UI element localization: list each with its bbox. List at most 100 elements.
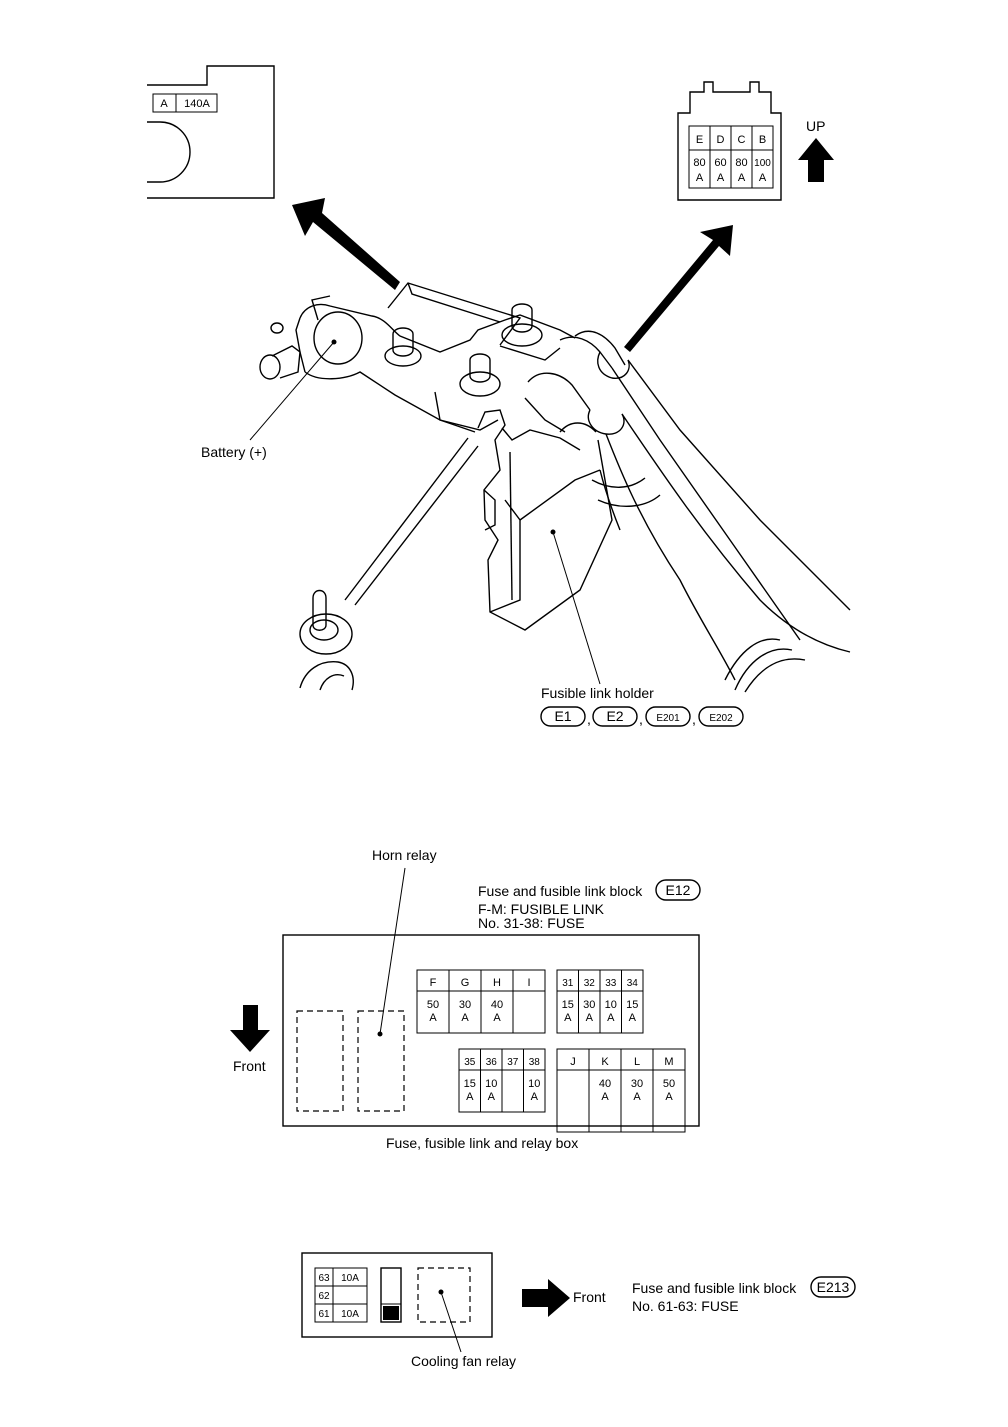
connector-separator: , xyxy=(692,711,696,727)
top-fuse-unit: A xyxy=(696,172,704,184)
grid-amp: 15 xyxy=(464,1078,476,1090)
fuse-block-e213-line2: No. 61-63: FUSE xyxy=(632,1298,739,1314)
cooling-fan-relay-leader xyxy=(440,1291,462,1353)
horn-relay-label: Horn relay xyxy=(372,847,437,863)
top-fuse-unit: A xyxy=(717,172,725,184)
battery-fuse-rating: 140A xyxy=(184,98,210,110)
grid-header: I xyxy=(527,977,530,989)
connector-label: E2 xyxy=(606,708,623,724)
grid-header: M xyxy=(664,1056,673,1068)
grid-header: H xyxy=(493,977,501,989)
fuse-block-e12-line2: F-M: FUSIBLE LINK xyxy=(478,901,605,917)
grid-amp: 10 xyxy=(605,999,617,1011)
grid-header: 33 xyxy=(605,978,617,989)
top-fuse-amp: 100 xyxy=(754,158,771,169)
grid-header: K xyxy=(601,1056,609,1068)
grid-unit: A xyxy=(665,1091,673,1103)
e12-connector-badge xyxy=(655,879,701,901)
fuse-block-e213-outline xyxy=(301,1252,493,1338)
battery-terminal-illustration xyxy=(259,282,851,693)
grid-unit: A xyxy=(531,1091,539,1103)
grid-unit: A xyxy=(629,1012,637,1024)
fusible-link-holder-connectors: E1,E2,E201,E202 xyxy=(540,706,744,727)
fuse-block-e12-line3: No. 31-38: FUSE xyxy=(478,915,585,931)
top-fuse-letter: E xyxy=(696,134,703,146)
top-fuse-amp: 80 xyxy=(693,157,705,169)
grid-header: J xyxy=(570,1056,576,1068)
fuse-block-e213-title: Fuse and fusible link block xyxy=(632,1280,797,1296)
battery-leader-dot xyxy=(331,339,337,345)
grid-header: G xyxy=(461,977,470,989)
grid-amp: 15 xyxy=(562,999,574,1011)
up-label: UP xyxy=(806,118,825,134)
grid-unit: A xyxy=(564,1012,572,1024)
fusible-holder-leader xyxy=(552,531,601,685)
front-down-arrow-icon xyxy=(230,1005,270,1052)
grid-unit: A xyxy=(466,1091,474,1103)
fuse-block-e12-title: Fuse and fusible link block xyxy=(478,883,643,899)
top-fuse-letter: B xyxy=(759,134,766,146)
battery-fuse-letter: A xyxy=(160,98,168,110)
grid-amp: 10 xyxy=(485,1078,497,1090)
top-fuse-unit: A xyxy=(738,172,746,184)
grid-amp: 10 xyxy=(528,1078,540,1090)
cooling-fan-relay-label: Cooling fan relay xyxy=(411,1353,516,1369)
grid-unit: A xyxy=(633,1091,641,1103)
up-arrow-icon xyxy=(798,138,834,182)
top-fuse-amp: 60 xyxy=(714,157,726,169)
grid-unit: A xyxy=(461,1012,469,1024)
arrow-to-top-fuses xyxy=(624,225,733,352)
e12-connector-label: E12 xyxy=(666,882,691,898)
grid-unit: A xyxy=(586,1012,594,1024)
grid-amp: 50 xyxy=(427,999,439,1011)
fuse-number: 63 xyxy=(318,1273,330,1284)
connector-badge xyxy=(540,706,586,727)
connector-badge xyxy=(592,706,638,727)
grid-header: 38 xyxy=(529,1057,541,1068)
fuse-rating: 10A xyxy=(341,1273,359,1284)
fuse-rating: 10A xyxy=(341,1309,359,1320)
grid-header: 31 xyxy=(562,978,574,989)
battery-fuse-callout: A 140A xyxy=(147,65,275,199)
connector-separator: , xyxy=(639,711,643,727)
relay-box-caption: Fuse, fusible link and relay box xyxy=(386,1135,578,1151)
fusible-holder-leader-dot xyxy=(550,529,556,535)
fuse-fill-mark xyxy=(383,1306,399,1320)
horn-relay-leader xyxy=(379,867,406,1035)
top-fuse-letter: D xyxy=(717,134,725,146)
battery-positive-label: Battery (+) xyxy=(201,444,267,460)
connector-label: E202 xyxy=(709,713,733,724)
e213-connector-label: E213 xyxy=(817,1279,850,1295)
connector-badge xyxy=(645,706,691,727)
fuse-number: 62 xyxy=(318,1291,330,1302)
grid-unit: A xyxy=(601,1091,609,1103)
grid-header: 36 xyxy=(486,1057,498,1068)
small-vertical-fuse xyxy=(380,1267,402,1323)
fusible-link-holder-label: Fusible link holder xyxy=(541,685,654,701)
grid-amp: 50 xyxy=(663,1078,675,1090)
connector-badge xyxy=(698,706,744,727)
grid-amp: 15 xyxy=(626,999,638,1011)
horn-relay-slot xyxy=(357,1010,405,1112)
front-label: Front xyxy=(233,1058,266,1074)
connector-separator: , xyxy=(587,711,591,727)
relay-slot-left xyxy=(296,1010,344,1112)
e213-connector-badge xyxy=(810,1276,856,1298)
arrow-to-battery-fuse xyxy=(292,198,400,290)
grid-unit: A xyxy=(607,1012,615,1024)
relay-box-outline xyxy=(282,934,700,1127)
grid-header: L xyxy=(634,1056,640,1068)
grid-header: F xyxy=(430,977,437,989)
horn-relay-dot xyxy=(377,1031,383,1037)
grid-header: 34 xyxy=(627,978,639,989)
grid-amp: 30 xyxy=(459,999,471,1011)
bottom-front-label: Front xyxy=(573,1289,606,1305)
fuse-number: 61 xyxy=(318,1309,330,1320)
grid-unit: A xyxy=(488,1091,496,1103)
top-fuse-letter: C xyxy=(738,134,746,146)
